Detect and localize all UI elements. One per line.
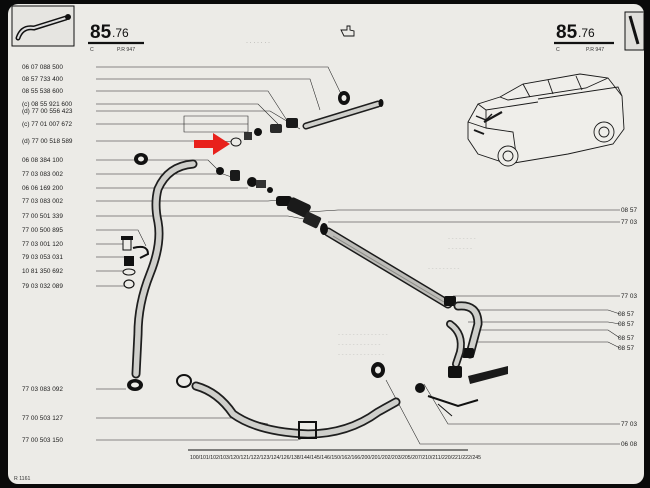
- car-illustration: [467, 73, 625, 167]
- left-main-hose: [127, 153, 198, 391]
- red-arrow-icon: [194, 133, 230, 155]
- left-label-column: 06 07 088 500 08 57 733 400 08 55 538 60…: [22, 64, 73, 444]
- right-label-9: 06 08: [621, 441, 637, 448]
- page-number-main-left: 85: [90, 22, 112, 43]
- left-label-8: 06 08 384 100: [22, 157, 63, 164]
- parts-diagram-sheet: 85 .76 C P.R 947 · · · · · · · 85 .76 C …: [11, 5, 644, 482]
- svg-text:- - - - - - - -: - - - - - - - -: [448, 236, 476, 242]
- left-label-20: 77 00 503 150: [22, 437, 63, 444]
- hand-pointer-icon: [340, 25, 355, 37]
- bleed-screw-stack: [121, 236, 150, 289]
- svg-text:- - - - - - - - -: - - - - - - - - -: [428, 266, 459, 272]
- left-label-7: (d) 77 00 518 589: [22, 138, 73, 145]
- left-label-18: 77 03 083 092: [22, 386, 63, 393]
- code-right-c: C: [556, 47, 560, 53]
- left-label-6: (c) 77 01 007 672: [22, 121, 73, 128]
- heater-pipe: [320, 223, 456, 309]
- right-label-1: 08 57: [621, 207, 637, 214]
- code-left-pr: P.R 947: [117, 47, 135, 53]
- left-label-13: 77 00 500 895: [22, 227, 63, 234]
- left-label-3: 08 55 538 600: [22, 88, 63, 95]
- footer-model-list: 100/101/102/103/120/121/122/123/124/126/…: [190, 455, 481, 461]
- left-label-14: 77 03 001 120: [22, 241, 63, 248]
- svg-text:- - - - - - - - - - - - -: - - - - - - - - - - - - -: [338, 352, 384, 358]
- svg-text:- - - - - - -: - - - - - - -: [448, 246, 472, 252]
- left-label-2: 08 57 733 400: [22, 76, 63, 83]
- left-label-1: 06 07 088 500: [22, 64, 63, 71]
- svg-text:- - - - - - - - - - - -: - - - - - - - - - - - -: [338, 342, 380, 348]
- right-label-3: 77 03: [621, 293, 637, 300]
- right-label-8: 77 03: [621, 421, 637, 428]
- page-number-main-right: 85: [556, 22, 578, 43]
- left-label-16: 10 81 350 692: [22, 268, 63, 275]
- footer-left-code: R 1161: [14, 476, 30, 482]
- code-right-pr: P.R 947: [586, 47, 604, 53]
- code-left-c: C: [90, 47, 94, 53]
- page-number-sub-right: .76: [578, 26, 595, 40]
- left-label-9: 77 03 083 002: [22, 171, 63, 178]
- right-bend-hoses: [415, 301, 508, 417]
- right-label-5: 08 57: [618, 321, 634, 328]
- middle-connectors: [216, 167, 322, 229]
- right-label-7: 08 57: [618, 345, 634, 352]
- left-label-11: 77 03 083 002: [22, 198, 63, 205]
- right-label-6: 08 57: [618, 335, 634, 342]
- right-label-column: 08 57 77 03 77 03 08 57 08 57 08 57 08 5…: [618, 207, 637, 448]
- svg-text:- - - - - - - - - - - - - -: - - - - - - - - - - - - - -: [338, 332, 388, 338]
- page-number-sub-left: .76: [112, 26, 129, 40]
- catalog-page: 85 .76 C P.R 947 · · · · · · · 85 .76 C …: [8, 4, 644, 484]
- left-label-19: 77 00 503 127: [22, 415, 63, 422]
- right-label-4: 08 57: [618, 311, 634, 318]
- left-label-12: 77 00 501 339: [22, 213, 63, 220]
- bottom-hoses: [176, 362, 401, 439]
- left-label-5: (d) 77 00 556 423: [22, 108, 73, 115]
- svg-text:· · · · · · ·: · · · · · · ·: [246, 40, 270, 46]
- left-label-17: 79 03 032 089: [22, 283, 63, 290]
- left-label-4: (c) 08 55 921 600: [22, 101, 73, 108]
- left-label-10: 06 06 169 200: [22, 185, 63, 192]
- right-label-2: 77 03: [621, 219, 637, 226]
- hose-thumbnail-icon: [11, 5, 75, 47]
- left-label-15: 79 03 053 031: [22, 254, 63, 261]
- upper-hose-assembly: [183, 91, 384, 147]
